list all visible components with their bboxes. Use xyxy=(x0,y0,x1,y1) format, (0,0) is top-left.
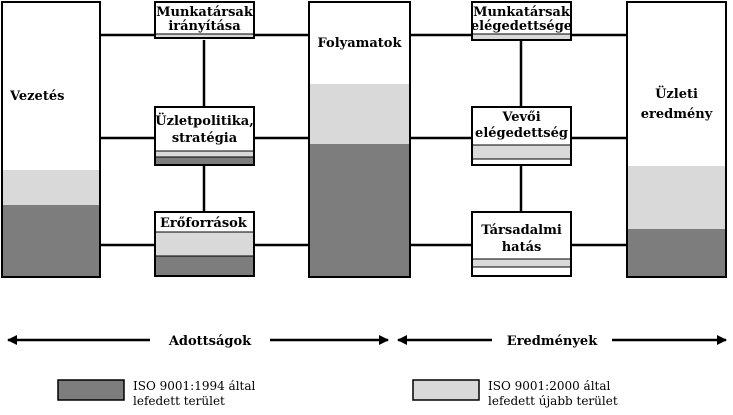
box-label-line2: irányítása xyxy=(168,19,241,34)
box-label-line2: hatás xyxy=(502,240,542,255)
legend-swatch-light xyxy=(412,379,480,401)
legend-iso-2000: ISO 9001:2000 által lefedett újabb terül… xyxy=(412,379,618,408)
legend-swatch-dark xyxy=(57,379,125,401)
box-vevoi-elegedettseg: Vevői elégedettség xyxy=(471,106,572,166)
arrow-label: Eredmények xyxy=(507,334,598,349)
box-eroforrasok: Erőforrások xyxy=(154,211,255,277)
legend-text-line2: lefedett újabb terület xyxy=(488,394,618,408)
connector-lines xyxy=(100,33,627,247)
column-dark-area xyxy=(309,144,410,277)
column-white-area xyxy=(627,2,726,166)
box-label-line1: Munkatársak xyxy=(473,5,571,20)
column-dark-area xyxy=(627,229,726,277)
box-label-line1: Társadalmi xyxy=(481,223,562,238)
column-label-line1: Üzleti xyxy=(655,85,698,102)
box-label-line1: Erőforrások xyxy=(160,216,248,231)
arrow-label: Adottságok xyxy=(168,334,252,349)
box-label-line1: Üzletpolitika, xyxy=(155,112,253,129)
box-label-line2: stratégia xyxy=(172,131,238,146)
box-label-line1: Vevői xyxy=(501,110,540,125)
column-uzleti-eredmeny: Üzleti eredmény xyxy=(626,1,727,278)
arrow-eredmenyek: Eredmények xyxy=(397,334,727,349)
legend-text-line1: ISO 9001:1994 által xyxy=(133,379,256,393)
box-munkatarsak-iranyitasa: Munkatársak irányítása xyxy=(154,1,255,39)
legend-text-line2: lefedett terület xyxy=(133,394,225,408)
legend-iso-1994: ISO 9001:1994 által lefedett terület xyxy=(57,379,256,408)
arrow-adottsagok: Adottságok xyxy=(7,334,389,349)
column-white-area xyxy=(309,2,410,84)
column-white-area xyxy=(2,2,100,170)
box-label-line2: elégedettsége xyxy=(471,19,572,34)
box-label-line1: Munkatársak xyxy=(156,5,254,20)
box-munkatarsak-elegedettsege: Munkatársak elégedettsége xyxy=(471,1,572,41)
box-tarsadalmi-hatas: Társadalmi hatás xyxy=(471,211,572,277)
column-label: Folyamatok xyxy=(318,36,403,51)
column-folyamatok: Folyamatok xyxy=(308,1,411,278)
column-dark-area xyxy=(2,205,100,277)
legend-text-line1: ISO 9001:2000 által xyxy=(488,379,611,393)
column-light-area xyxy=(627,166,726,229)
box-uzletpolitika: Üzletpolitika, stratégia xyxy=(154,106,255,166)
column-light-area xyxy=(2,170,100,205)
column-label: Vezetés xyxy=(9,89,64,104)
column-light-area xyxy=(309,84,410,144)
column-label-line2: eredmény xyxy=(641,107,713,122)
box-label-line2: elégedettség xyxy=(475,126,568,141)
column-vezetes: Vezetés xyxy=(1,1,101,278)
